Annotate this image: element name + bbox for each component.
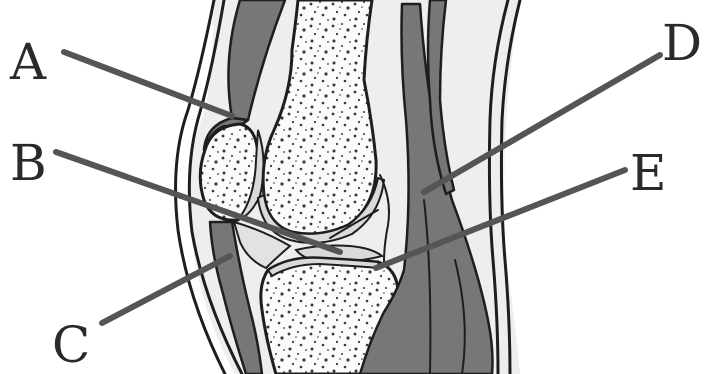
label-b: B <box>10 134 47 192</box>
label-d: D <box>662 14 702 72</box>
label-a: A <box>9 33 47 91</box>
label-e: E <box>630 144 667 202</box>
label-c: C <box>52 316 90 374</box>
